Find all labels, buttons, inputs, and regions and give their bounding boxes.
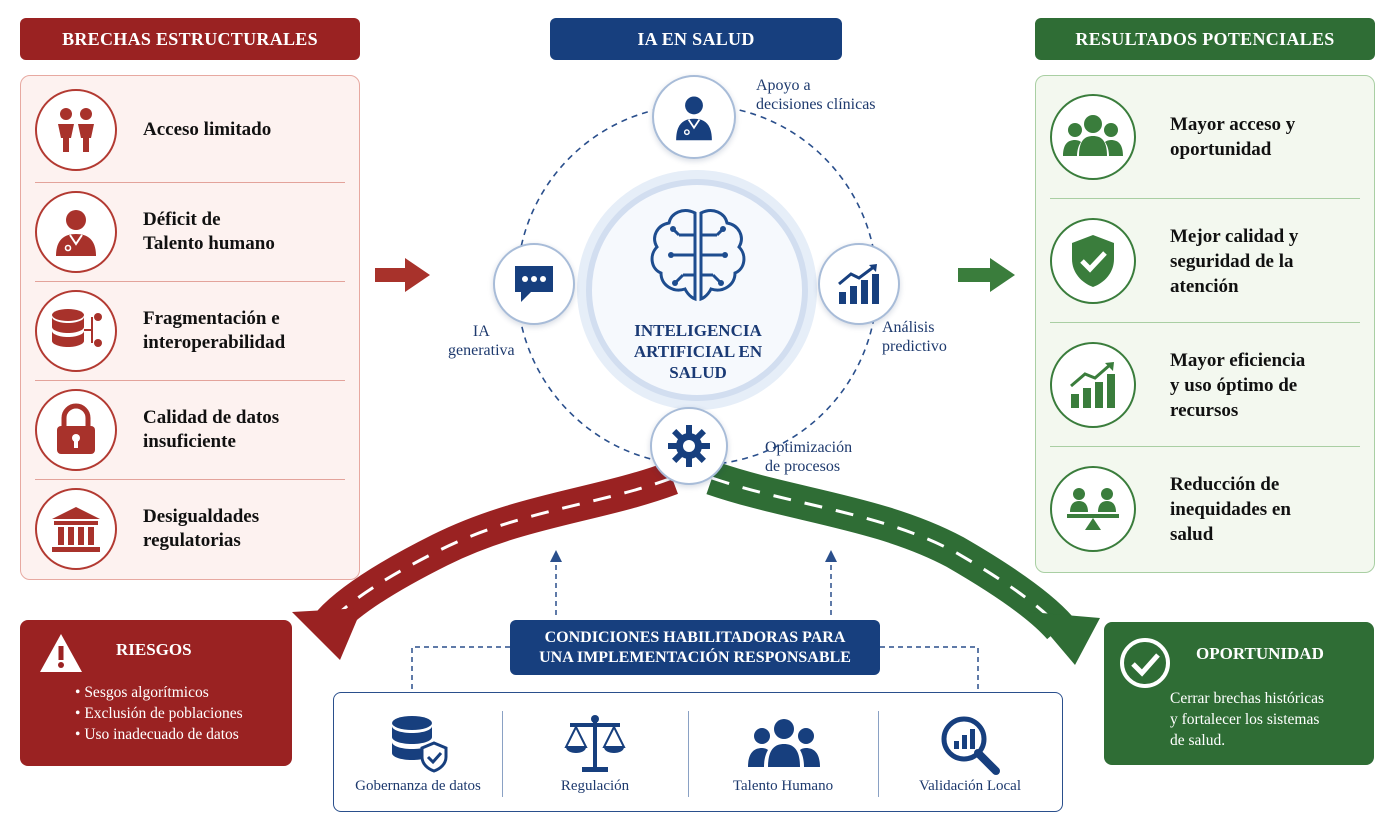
- risks-box: RIESGOS Sesgos algorítmicos Exclusión de…: [20, 620, 292, 766]
- gap-item: Fragmentación e interoperabilidad: [35, 281, 345, 381]
- bar-chart-up-icon: [838, 264, 879, 304]
- node-process-optimization: [650, 407, 728, 485]
- road-arrowhead-green: [1030, 612, 1100, 665]
- condition-item: Talento Humano: [688, 693, 878, 811]
- government-building-icon: [35, 488, 117, 570]
- gap-label: Déficit de Talento humano: [143, 209, 275, 254]
- road-dashes-red: [328, 476, 673, 624]
- check-circle-icon: [1120, 638, 1170, 688]
- gap-item: Desigualdades regulatorias: [35, 479, 345, 579]
- database-shield-icon: [392, 716, 448, 773]
- risk-item: Exclusión de poblaciones: [75, 703, 242, 724]
- magnifier-chart-icon: [941, 716, 1000, 775]
- opportunity-title: OPORTUNIDAD: [1196, 644, 1324, 663]
- outcome-label: Mayor eficiencia y uso óptimo de recurso…: [1170, 349, 1306, 421]
- doctor-icon: [676, 96, 712, 141]
- balance-people-icon: [1050, 466, 1136, 552]
- opportunity-text: Cerrar brechas históricas y fortalecer l…: [1170, 690, 1325, 749]
- header-structural-gaps: BRECHAS ESTRUCTURALES: [20, 18, 360, 60]
- condition-label: Gobernanza de datos: [355, 778, 481, 794]
- gap-label: Desigualdades regulatorias: [143, 506, 260, 551]
- risk-item: Uso inadecuado de datos: [75, 724, 243, 745]
- enabling-conditions-box: Gobernanza de datos Regulación Talento H…: [333, 692, 1063, 812]
- outcome-item: Mayor acceso y oportunidad: [1050, 76, 1360, 198]
- condition-label: Validación Local: [918, 778, 1022, 794]
- road-dashes-green: [711, 476, 1062, 629]
- chat-bubble-icon: [515, 266, 553, 302]
- label-predictive-analysis: Análisis predictivo: [882, 319, 947, 355]
- outcome-label: Reducción de inequidades en salud: [1170, 473, 1291, 545]
- potential-results-panel: Mayor acceso y oportunidad Mejor calidad…: [1035, 75, 1375, 573]
- outcome-item: Mejor calidad y seguridad de la atención: [1050, 200, 1360, 322]
- database-network-icon: [35, 290, 117, 372]
- arrow-left-to-center: [375, 258, 430, 292]
- growth-chart-icon: [1050, 342, 1136, 428]
- group-icon: [1050, 94, 1136, 180]
- people-icon: [35, 89, 117, 171]
- condition-label: Regulación: [560, 778, 630, 794]
- condition-label: Talento Humano: [732, 778, 834, 794]
- node-predictive-analysis: [818, 243, 900, 325]
- gap-item: Acceso limitado: [35, 80, 345, 180]
- gap-label: Fragmentación e interoperabilidad: [143, 308, 286, 353]
- outcome-label: Mejor calidad y seguridad de la atención: [1170, 225, 1299, 297]
- doctor-icon: [35, 191, 117, 273]
- outcome-item: Reducción de inequidades en salud: [1050, 448, 1360, 570]
- outcome-item: Mayor eficiencia y uso óptimo de recurso…: [1050, 324, 1360, 446]
- structural-gaps-panel: Acceso limitado Déficit de Talento human…: [20, 75, 360, 580]
- warning-icon: [40, 634, 82, 672]
- opportunity-box: OPORTUNIDAD Cerrar brechas históricas y …: [1104, 622, 1374, 765]
- risks-list: Sesgos algorítmicos Exclusión de poblaci…: [75, 682, 243, 745]
- arrow-center-to-right: [958, 258, 1015, 292]
- lock-icon: [35, 389, 117, 471]
- road-to-risks: [317, 462, 678, 634]
- gap-label: Calidad de datos insuficiente: [143, 407, 280, 452]
- node-clinical-support: [652, 75, 736, 159]
- label-process-optimization: Optimización de procesos: [765, 439, 853, 475]
- brain-circuit-icon: [650, 209, 746, 302]
- risks-title: RIESGOS: [116, 640, 192, 659]
- gap-item: Calidad de datos insuficiente: [35, 380, 345, 480]
- center-disc: [586, 179, 808, 401]
- team-icon: [748, 719, 820, 767]
- enabling-conditions-title: CONDICIONES HABILITADORAS PARA UNA IMPLE…: [510, 620, 880, 675]
- condition-item: Validación Local: [878, 693, 1062, 811]
- scales-icon: [564, 715, 626, 772]
- condition-item: Gobernanza de datos: [334, 693, 502, 811]
- gap-item: Déficit de Talento humano: [35, 182, 345, 282]
- risk-item: Sesgos algorítmicos: [75, 682, 243, 703]
- gap-label: Acceso limitado: [143, 119, 272, 140]
- road-arrowhead-red: [292, 608, 362, 660]
- header-potential-results: RESULTADOS POTENCIALES: [1035, 18, 1375, 60]
- condition-item: Regulación: [502, 693, 688, 811]
- road-to-opportunity: [706, 461, 1073, 640]
- node-generative-ai: [493, 243, 575, 325]
- label-clinical-support: Apoyo a decisiones clínicas: [756, 77, 876, 113]
- outcome-label: Mayor acceso y oportunidad: [1170, 114, 1296, 160]
- header-ai-health: IA EN SALUD: [550, 18, 842, 60]
- center-title: INTELIGENCIA ARTIFICIAL EN SALUD: [633, 321, 763, 382]
- gear-icon: [668, 425, 710, 467]
- shield-check-icon: [1050, 218, 1136, 304]
- label-generative-ai: IA generativa: [448, 323, 515, 359]
